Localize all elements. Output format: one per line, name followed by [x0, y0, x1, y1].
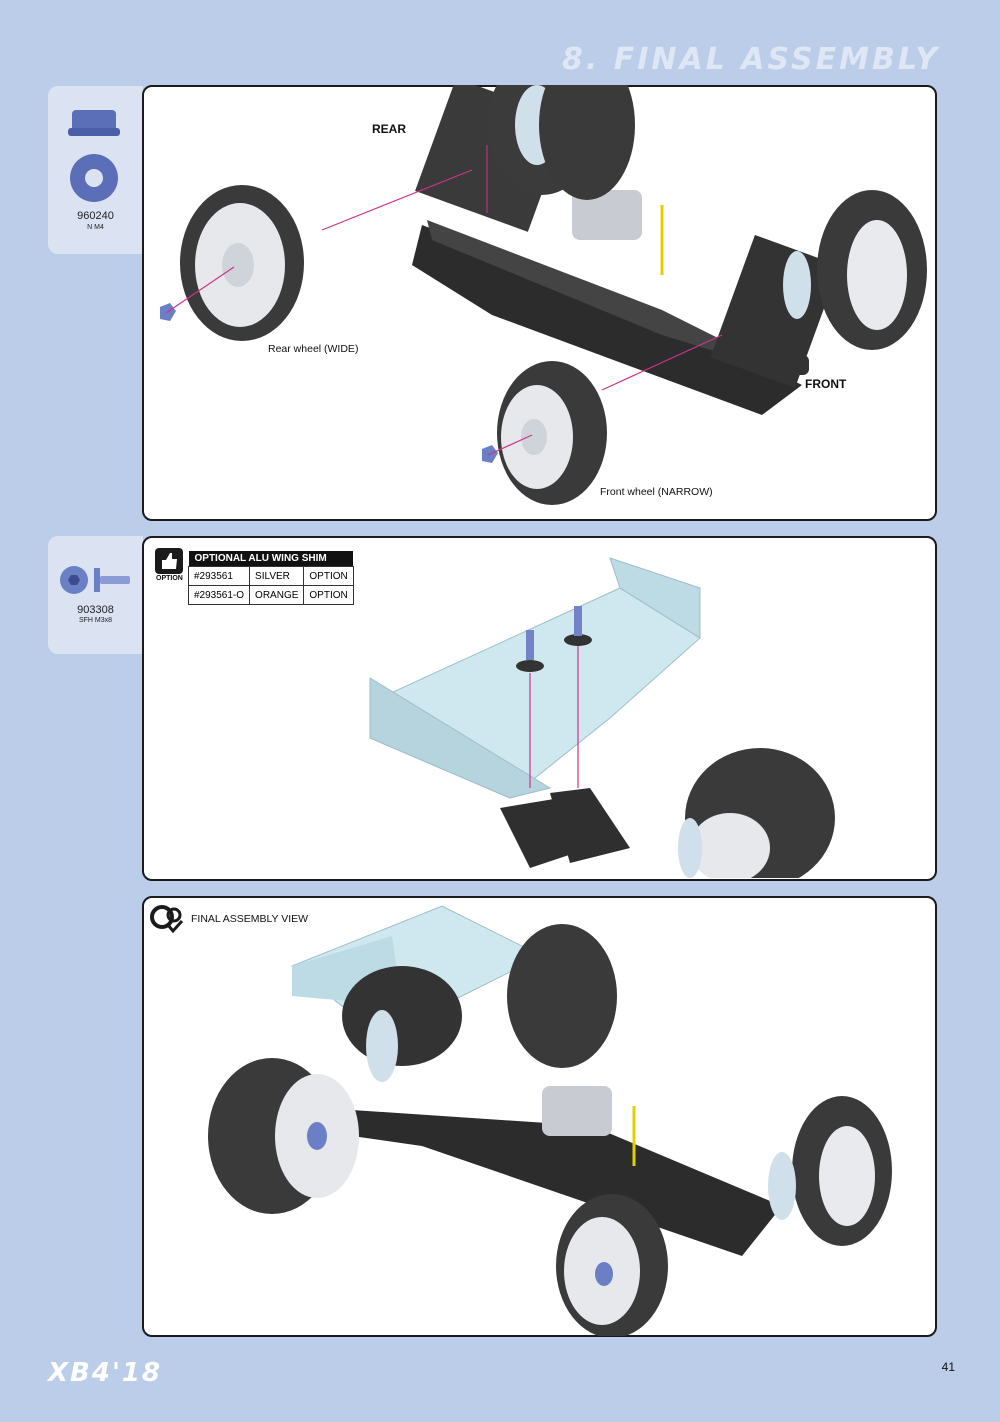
- rear-marker: REAR: [372, 122, 406, 136]
- table-cell: ORANGE: [249, 585, 305, 605]
- wing-illustration: [369, 557, 835, 878]
- part-tab-nut: 960240 N M4: [48, 86, 143, 254]
- front-wheel-label: Front wheel (NARROW): [600, 486, 713, 498]
- front-marker-text: FRONT: [805, 377, 847, 391]
- part-code: 903308: [77, 604, 114, 616]
- part-desc: SFH M3x8: [78, 617, 113, 624]
- option-table-header: OPTIONAL ALU WING SHIM: [188, 551, 354, 567]
- rear-marker-text: REAR: [372, 122, 407, 136]
- option-label: OPTION: [156, 575, 183, 582]
- table-row: #293561-O ORANGE OPTION: [187, 585, 354, 605]
- front-marker: FRONT: [805, 377, 846, 391]
- screw-icon: [60, 566, 130, 594]
- option-thumb-icon: [155, 548, 183, 574]
- option-table: OPTIONAL ALU WING SHIM #293561 SILVER OP…: [187, 551, 354, 605]
- final-assembly-illustration: [208, 905, 892, 1336]
- rear-wheel-label: Rear wheel (WIDE): [268, 343, 359, 355]
- part-tab-screw: 903308 SFH M3x8: [48, 536, 143, 654]
- flange-nut-icon: [68, 110, 120, 202]
- page-number: 41: [941, 1360, 955, 1374]
- final-assembly-icon: [150, 905, 184, 934]
- final-view-title: FINAL ASSEMBLY VIEW: [191, 913, 309, 925]
- section-title: 8. FINAL ASSEMBLY: [562, 42, 940, 77]
- brand-logo: XB4'18: [48, 1358, 163, 1388]
- part-code: 960240: [77, 210, 114, 222]
- chassis-wheels-illustration: [160, 85, 927, 505]
- part-desc: N M4: [87, 224, 104, 231]
- table-cell: OPTION: [303, 585, 354, 605]
- table-cell: #293561-O: [187, 585, 251, 605]
